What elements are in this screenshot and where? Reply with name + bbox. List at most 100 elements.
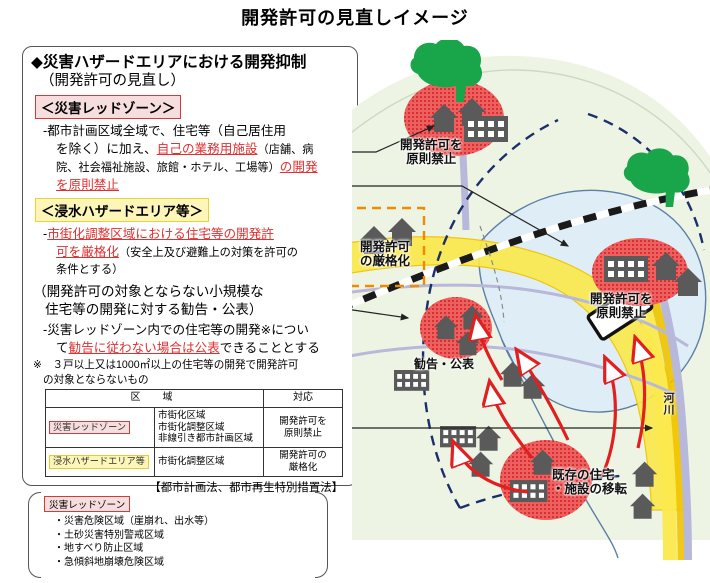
law-reference: 【都市計画法、都市再生特別措置法】 [149, 482, 343, 495]
red-zone-line-2-a: を除く）に加え、 [56, 141, 157, 156]
advice-heading-1: （開発許可の対象とならない小規模な [33, 284, 264, 300]
table-cell-zone-red: 災害レッドゾーン [45, 406, 155, 449]
advice-line-2-emph: 勧告に従わない場合は公表 [68, 340, 220, 355]
list-item: ・急傾斜地崩壊危険区域 [54, 556, 164, 568]
flood-zone-tag-wrap: ＜浸水ハザードエリア等＞ [31, 193, 349, 224]
advice-line-2-c: できることとする [219, 340, 320, 355]
zone-response-table: 区 域 対応 災害レッドゾーン 市街化区域 市街化調整区域 非線引き都市計画区域… [45, 389, 343, 478]
area-item: 非線引き都市計画区域 [158, 433, 254, 445]
red-zone-line-3: 院、社会福祉施設、旅館・ホテル、工場等）の開発 [43, 159, 349, 175]
flood-zone-line-2: 可を厳格化（安全上及び避難上の対策を許可の [43, 244, 349, 260]
legend-content: 災害レッドゾーン ・災害危険区域（崖崩れ、出水等） ・土砂災害特別警戒区域 ・地… [44, 495, 312, 569]
red-zone-tag-wrap: ＜災害レッドゾーン＞ [31, 91, 349, 121]
list-item: ・土砂災害特別警戒区域 [54, 529, 164, 541]
footnote-line-2: の対象とならないもの [43, 373, 149, 386]
map-label-line: 開発許可を [590, 292, 653, 306]
red-zone-line-1: -都市計画区域全域で、住宅等（自己居住用 [43, 123, 286, 138]
red-zone-line-2: を除く）に加え、自己の業務用施設（店舗、病 [43, 141, 349, 157]
table-cell-areas-yellow: 市街化調整区域 [154, 447, 264, 478]
map-label-line: 開発許可 [360, 240, 411, 254]
advice-line-2: て勧告に従わない場合は公表できることとする [43, 340, 349, 356]
apartment-icon [394, 370, 430, 391]
table-cell-zone-yellow: 浸水ハザードエリア等 [45, 447, 155, 478]
advice-line-1: -災害レッドゾーン内での住宅等の開発※につい [43, 322, 309, 337]
house-icon [674, 268, 702, 296]
response-line: 開発許可の [279, 450, 327, 462]
area-item: 市街化区域 [158, 409, 206, 421]
map-label-strict: 開発許可 の厳格化 [360, 240, 410, 268]
table-header-response: 対応 [263, 389, 343, 408]
red-zone-tag: ＜災害レッドゾーン＞ [35, 94, 182, 119]
relocation-arrows [454, 318, 645, 494]
red-zone-blob-advice [420, 297, 492, 359]
red-zone-line-2-c: （店舗、病 [257, 143, 314, 156]
table-cell-response-yellow: 開発許可の 厳格化 [263, 447, 343, 478]
table-header-area: 区 域 [45, 389, 264, 408]
red-zone-legend: 災害レッドゾーン ・災害危険区域（崖崩れ、出水等） ・土砂災害特別警戒区域 ・地… [28, 492, 328, 578]
house-icon [430, 104, 458, 132]
flood-zone-line-2-b: （安全上及び避難上の対策を許可の [118, 247, 298, 260]
response-line: 開発許可を [279, 415, 327, 427]
table-zone-tag-red: 災害レッドゾーン [49, 420, 131, 435]
list-item: ・災害危険区域（崖崩れ、出水等） [54, 516, 215, 527]
red-zone-line-3-a: 院、社会福祉施設、旅館・ホテル、工場等） [56, 161, 280, 174]
tree-icon [410, 40, 483, 102]
table-cell-response-red: 開発許可を 原則禁止 [263, 406, 343, 449]
tree-icon [623, 148, 690, 208]
administrative-boundary [479, 225, 505, 323]
flood-zone-line-2-emph: 可を厳格化 [56, 245, 119, 260]
house-icon [388, 218, 416, 246]
red-zone-line-2-emph: 自己の業務用施設 [156, 141, 258, 156]
legend-brace-left [28, 492, 41, 578]
map-label-line: 勧告・公表 [414, 357, 475, 371]
map-label-line: の厳格化 [360, 254, 411, 268]
advice-heading-2: 住宅等の開発に対する勧告・公表） [45, 301, 263, 317]
leader-arrows [352, 125, 654, 432]
area-item: 市街化調整区域 [158, 421, 225, 433]
legend-tag: 災害レッドゾーン [44, 496, 131, 512]
map-label-line: 原則禁止 [406, 152, 457, 166]
panel-heading-secondary: （開発許可の見直し） [40, 73, 185, 90]
legend-brace-right [315, 492, 328, 578]
map-label-line: 開発許可を [400, 138, 463, 152]
flood-zone-line-1-emph: 市街化調整区域における住宅等の開発許 [47, 227, 274, 242]
house-icon [652, 252, 680, 280]
hazard-area-map: 開発許可を 原則禁止 開発許可を 原則禁止 開発許可 の厳格化 勧告・公表 既存… [352, 40, 710, 560]
panel-heading-primary: ◆災害ハザードエリアにおける開発抑制 [31, 54, 307, 71]
map-label-ban-upper-right: 開発許可を 原則禁止 [590, 292, 653, 320]
table-row: 災害レッドゾーン 市街化区域 市街化調整区域 非線引き都市計画区域 開発許可を … [45, 406, 343, 449]
apartment-icon [604, 256, 648, 282]
list-item: ・地すべり防止区域 [54, 543, 144, 554]
page-title: 開発許可の見直しイメージ [241, 8, 469, 28]
red-zone-line-4-emph: を原則禁止 [56, 178, 119, 193]
legend-list: ・災害危険区域（崖崩れ、出水等） ・土砂災害特別警戒区域 ・地すべり防止区域 ・… [44, 515, 312, 569]
house-icon [360, 226, 388, 254]
advice-line-2-a: て [56, 340, 69, 355]
response-line: 原則禁止 [283, 427, 322, 439]
apartment-icon [464, 116, 508, 142]
flood-zone-tag: ＜浸水ハザードエリア等＞ [35, 198, 209, 223]
flood-zone-line-1: -市街化調整区域における住宅等の開発許 [43, 226, 349, 242]
red-zone-line-3-emph: の開発 [279, 159, 318, 174]
apartment-icon [440, 426, 477, 448]
footnote-line-1: ※ ３戸以上又は1000㎡以上の住宅等の開発で開発許可 [33, 358, 299, 371]
flood-zone-line-3: 条件とする） [56, 263, 124, 276]
map-label-line: ・施設の移転 [552, 482, 628, 496]
apartment-icon [510, 480, 548, 503]
table-row: 浸水ハザードエリア等 市街化調整区域 開発許可の 厳格化 [45, 447, 343, 478]
map-label-advice: 勧告・公表 [414, 357, 475, 371]
response-line: 厳格化 [288, 462, 318, 474]
house-icon [434, 315, 458, 340]
table-header-row: 区 域 対応 [45, 389, 343, 408]
red-zone-line-4: を原則禁止 [43, 177, 349, 193]
map-label-ban-upper-left: 開発許可を 原則禁止 [400, 138, 463, 166]
map-graphic [352, 40, 710, 560]
strict-zone-dashed-box [352, 206, 426, 288]
area-item: 市街化調整区域 [158, 456, 225, 468]
map-label-river: 河川 [662, 392, 674, 416]
map-label-line: 原則禁止 [596, 306, 647, 320]
map-label-line: 既存の住宅 [552, 468, 615, 482]
flood-zone-line-1-dash: - [43, 227, 48, 242]
table-cell-areas-red: 市街化区域 市街化調整区域 非線引き都市計画区域 [154, 406, 264, 449]
table-zone-tag-yellow: 浸水ハザードエリア等 [49, 455, 149, 469]
